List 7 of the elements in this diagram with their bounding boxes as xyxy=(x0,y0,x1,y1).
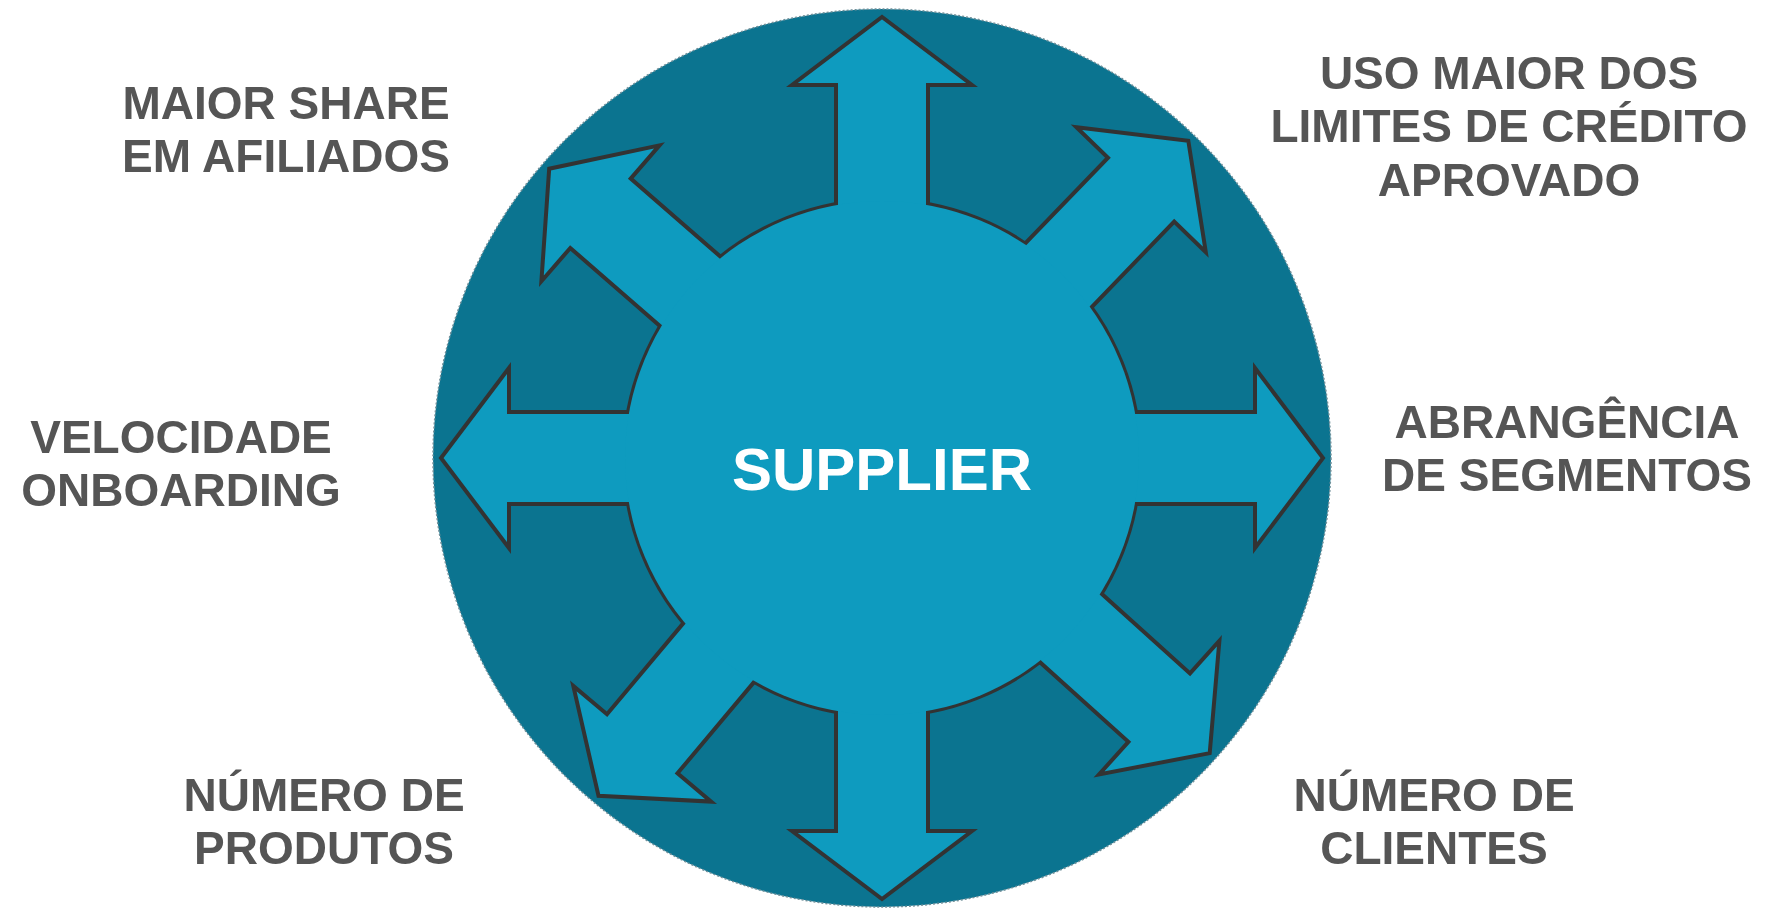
hub-label: SUPPLIER xyxy=(731,434,1033,504)
outcome-label: MAIOR SHARE EM AFILIADOS xyxy=(106,76,466,184)
outcome-label: NÚMERO DE PRODUTOS xyxy=(164,768,484,876)
outcome-label: NÚMERO DE CLIENTES xyxy=(1274,768,1594,876)
outcome-label: USO MAIOR DOS LIMITES DE CRÉDITO APROVADO xyxy=(1259,46,1759,208)
outcome-label: VELOCIDADE ONBOARDING xyxy=(11,410,351,518)
outcome-label: ABRANGÊNCIA DE SEGMENTOS xyxy=(1367,395,1767,503)
